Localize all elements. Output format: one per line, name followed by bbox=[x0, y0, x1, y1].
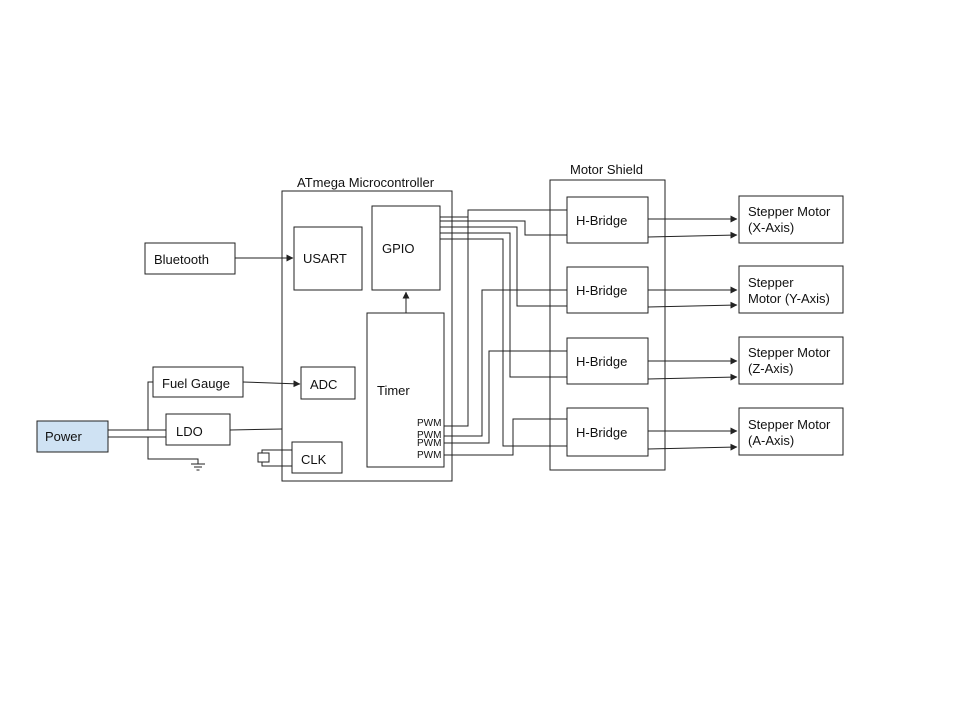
h-bridge-label-4: H-Bridge bbox=[576, 425, 627, 440]
bluetooth-block: Bluetooth bbox=[144, 242, 236, 275]
adc-block: ADC bbox=[300, 366, 356, 400]
pwm-label-2: PWM bbox=[417, 430, 441, 441]
ground-icon bbox=[191, 463, 205, 471]
h-bridge-2: H-Bridge bbox=[566, 266, 649, 314]
stepper-motor-z-line1: Stepper Motor bbox=[748, 345, 831, 360]
gpio-hbridge1-a bbox=[440, 209, 567, 218]
timer-label: Timer bbox=[377, 383, 410, 398]
fuel-gauge-label: Fuel Gauge bbox=[162, 376, 230, 391]
stepper-motor-x-line1: Stepper Motor bbox=[748, 204, 831, 219]
ldo-mcu-wire bbox=[229, 428, 283, 431]
pwm-label-3: PWM bbox=[417, 438, 441, 449]
pwm-hbridge2 bbox=[444, 289, 567, 437]
gpio-label: GPIO bbox=[382, 241, 415, 256]
hbridge2-motor-arrow-2 bbox=[647, 301, 738, 309]
hbridge4-motor-arrow-2 bbox=[647, 443, 738, 451]
usart-label: USART bbox=[303, 251, 347, 266]
clk-label: CLK bbox=[301, 452, 327, 467]
hbridge3-motor-arrow-2 bbox=[647, 373, 738, 381]
stepper-motor-x-line2: (X-Axis) bbox=[748, 220, 794, 235]
crystal-icon bbox=[257, 449, 292, 467]
power-block: Power bbox=[36, 420, 109, 453]
h-bridge-label-3: H-Bridge bbox=[576, 354, 627, 369]
stepper-motor-z: Stepper Motor (Z-Axis) bbox=[738, 336, 844, 385]
clk-block: CLK bbox=[291, 441, 343, 474]
timer-block: Timer bbox=[366, 312, 445, 468]
stepper-motor-a-line2: (A-Axis) bbox=[748, 433, 794, 448]
atmega-label: ATmega Microcontroller bbox=[297, 175, 435, 190]
gpio-hbridge4-b bbox=[440, 238, 567, 447]
stepper-motor-x: Stepper Motor (X-Axis) bbox=[738, 195, 844, 244]
stepper-motor-y-line2: Motor (Y-Axis) bbox=[748, 291, 830, 306]
ground-wire bbox=[147, 437, 199, 464]
gpio-hbridge3-b bbox=[440, 232, 567, 378]
stepper-motor-y-line1: Stepper bbox=[748, 275, 794, 290]
usart-block: USART bbox=[293, 226, 363, 291]
h-bridge-3: H-Bridge bbox=[566, 337, 649, 385]
pwm-label-4: PWM bbox=[417, 450, 441, 461]
stepper-motor-z-line2: (Z-Axis) bbox=[748, 361, 794, 376]
stepper-motor-a-line1: Stepper Motor bbox=[748, 417, 831, 432]
ldo-block: LDO bbox=[165, 413, 231, 446]
gpio-hbridge1-b bbox=[440, 220, 567, 236]
pwm-hbridge3 bbox=[444, 350, 567, 444]
pwm-label-1: PWM bbox=[417, 418, 441, 429]
fuel-gauge-block: Fuel Gauge bbox=[152, 366, 244, 398]
h-bridge-1: H-Bridge bbox=[566, 196, 649, 244]
gpio-block: GPIO bbox=[371, 205, 441, 291]
h-bridge-label-1: H-Bridge bbox=[576, 213, 627, 228]
hbridge1-motor-arrow-2 bbox=[647, 231, 738, 239]
stepper-motor-y: Stepper Motor (Y-Axis) bbox=[738, 265, 844, 314]
pwm-hbridge1 bbox=[444, 217, 469, 427]
power-fuel-gauge-wire bbox=[147, 381, 153, 430]
adc-label: ADC bbox=[310, 377, 337, 392]
h-bridge-label-2: H-Bridge bbox=[576, 283, 627, 298]
gpio-hbridge2-b bbox=[440, 226, 567, 307]
motor-shield-label: Motor Shield bbox=[570, 162, 643, 177]
pwm-hbridge4 bbox=[444, 418, 567, 456]
bluetooth-label: Bluetooth bbox=[154, 252, 209, 267]
fuel-gauge-adc-arrow bbox=[242, 380, 301, 388]
power-label: Power bbox=[45, 429, 83, 444]
stepper-motor-a: Stepper Motor (A-Axis) bbox=[738, 407, 844, 456]
h-bridge-4: H-Bridge bbox=[566, 407, 649, 457]
ldo-label: LDO bbox=[176, 424, 203, 439]
